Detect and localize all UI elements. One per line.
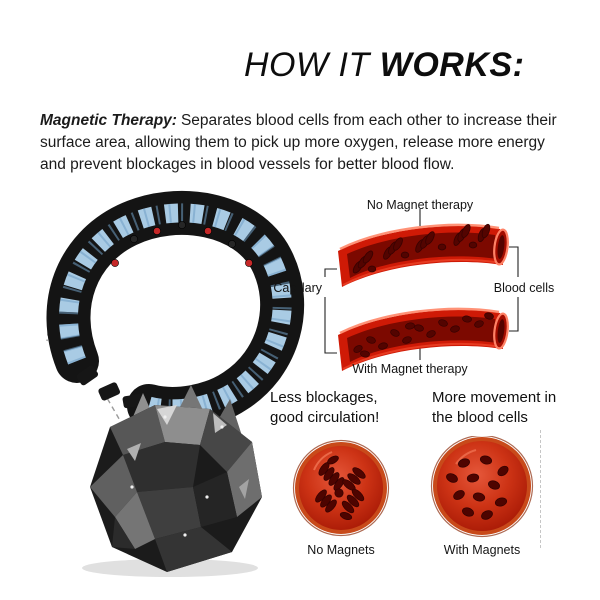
magnetite-stone bbox=[82, 385, 262, 577]
circle-with-magnets bbox=[430, 436, 534, 538]
vessel-open-end bbox=[493, 312, 509, 350]
label-with-magnets: With Magnets bbox=[443, 543, 521, 557]
label-blood-cells: Blood cells bbox=[493, 281, 555, 295]
capillary-diagram-illustration bbox=[324, 209, 519, 371]
note-more-movement: More movement in the blood cells bbox=[432, 389, 557, 427]
note-less-blockages: Less blockages, good circulation! bbox=[270, 389, 380, 427]
label-with-magnet-therapy: With Magnet therapy bbox=[352, 362, 468, 376]
vessel-with-magnet bbox=[338, 307, 509, 371]
intro-paragraph: Magnetic Therapy:Separates blood cells f… bbox=[40, 110, 566, 176]
dashed-divider-line bbox=[540, 430, 541, 548]
circle-no-magnets bbox=[292, 439, 390, 537]
vessel-open-end bbox=[493, 228, 509, 266]
title-bold-part: WORKS: bbox=[379, 46, 525, 84]
diagram-connector-lines bbox=[324, 209, 519, 360]
label-no-magnets: No Magnets bbox=[307, 543, 375, 557]
label-capillary: Capillary bbox=[273, 281, 322, 295]
dispersed-cells bbox=[353, 312, 494, 358]
intro-lead: Magnetic Therapy: bbox=[40, 112, 177, 129]
title-light-part: HOW IT bbox=[244, 46, 370, 84]
clumped-cells bbox=[352, 223, 491, 274]
vessel-no-magnet bbox=[338, 223, 509, 287]
bracelet-band bbox=[46, 190, 305, 431]
intro-text: Separates blood cells from each other to… bbox=[40, 112, 557, 173]
label-no-magnet-therapy: No Magnet therapy bbox=[366, 198, 474, 212]
blood-cell-comparison-circles bbox=[292, 436, 534, 538]
bracelet-and-magnetite-illustration bbox=[46, 190, 305, 577]
magnet-dots bbox=[111, 221, 253, 267]
